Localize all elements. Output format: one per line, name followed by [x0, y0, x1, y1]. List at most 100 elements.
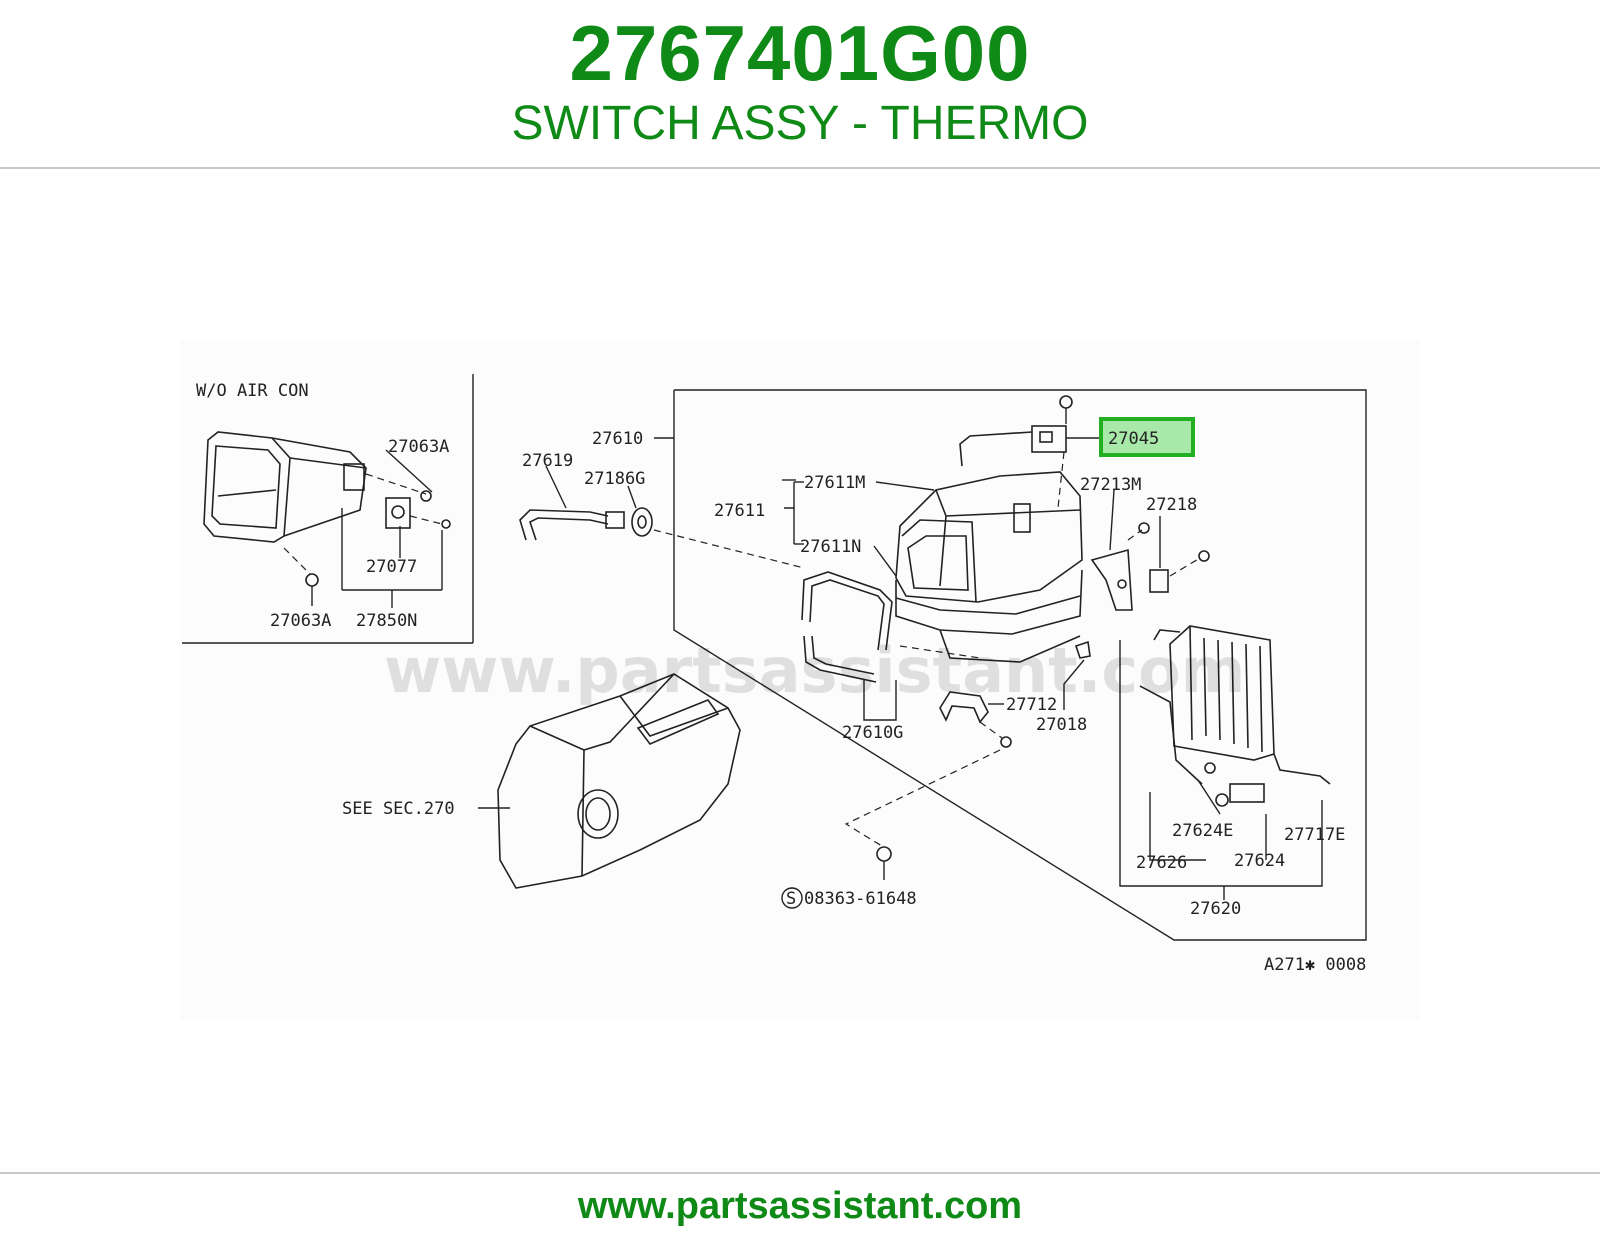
drain-pipe-upper — [801, 571, 893, 651]
valve-o-ring — [1215, 793, 1229, 807]
watermark: www.partsassistant.com — [384, 634, 1245, 707]
evaporator-core-side — [1189, 625, 1193, 741]
blower-motor-inner — [585, 797, 611, 831]
drain-pipe-dash — [899, 645, 981, 659]
drain-pipe-lower — [803, 635, 877, 683]
leader-27213M — [1109, 489, 1115, 551]
case-flange — [895, 595, 1081, 615]
thermo-switch-mount-dash — [1057, 451, 1065, 509]
drain-hose-clamp — [605, 511, 625, 529]
evaporator-fin-4 — [1245, 643, 1249, 749]
case-lower-bottom — [939, 629, 1081, 663]
case-upper-seam — [945, 509, 1081, 517]
thermo-switch-group[interactable]: 27045 — [959, 395, 1195, 509]
clamp-group: 27712 27018 — [844, 640, 1091, 847]
inset-title: W/O AIR CON — [196, 381, 309, 401]
case-upper-opening — [901, 519, 977, 603]
diagram-background — [180, 340, 1420, 1020]
clamp-screw-dash — [979, 721, 1003, 739]
inset-without-air-con: W/O AIR CON 27063A 27077 27063A — [182, 374, 474, 644]
clip-27018 — [1074, 640, 1091, 659]
bolt-dash-line — [844, 749, 1001, 847]
label-27077: 27077 — [366, 557, 417, 577]
thermo-switch-terminal — [1039, 431, 1053, 443]
label-27018: 27018 — [1036, 715, 1087, 735]
label-27063A-top: 27063A — [388, 437, 449, 457]
label-27624: 27624 — [1234, 851, 1285, 871]
inset-screw-right — [441, 519, 451, 529]
label-27850N: 27850N — [356, 611, 417, 631]
case-clip — [1013, 503, 1031, 533]
inset-bracket — [343, 463, 365, 491]
drawing-code: A271✱ 0008 — [1264, 955, 1366, 975]
leader-27611M — [875, 481, 935, 491]
bracket-27626 — [1149, 792, 1206, 861]
blower-motor-outer — [577, 789, 619, 839]
label-27218: 27218 — [1146, 495, 1197, 515]
drain-pipe-group: 27610G — [801, 571, 981, 743]
evaporator-fin-1 — [1203, 637, 1207, 737]
label-27624E: 27624E — [1172, 821, 1233, 841]
label-see-sec-270: SEE SEC.270 — [342, 799, 455, 819]
bracket-27213M — [1090, 548, 1133, 611]
expansion-valve-27624 — [1229, 783, 1265, 803]
inset-screw-top — [420, 490, 432, 502]
evaporator-fin-3 — [1231, 641, 1235, 745]
leader-27611N — [873, 545, 897, 577]
label-27611M: 27611M — [804, 473, 865, 493]
bracket-27620 — [1119, 640, 1323, 887]
case-upper-shell — [895, 471, 1083, 603]
leader-27619 — [545, 465, 567, 509]
bolt-group: S 08363-61648 — [781, 846, 917, 909]
label-27611: 27611 — [714, 501, 765, 521]
drain-hose-group: 27619 27186G — [519, 451, 805, 569]
inset-dash-b — [409, 515, 443, 525]
leader-27624E — [1197, 779, 1221, 815]
inset-duct-inner — [211, 445, 281, 529]
part-number-title: 2767401G00 — [569, 9, 1031, 97]
inset-duct-rib — [217, 489, 277, 497]
footer-url-link[interactable]: www.partsassistant.com — [577, 1185, 1023, 1227]
label-27186G: 27186G — [584, 469, 645, 489]
label-27045[interactable]: 27045 — [1108, 429, 1159, 449]
drain-pipe-lower-inner — [811, 635, 875, 675]
blower-housing — [497, 673, 741, 889]
bracket-dash-a — [1127, 529, 1143, 541]
evaporator-fin-2 — [1217, 639, 1221, 741]
drain-dash-line — [653, 529, 805, 569]
parts-diagram-svg: W/O AIR CON 27063A 27077 27063A — [180, 340, 1420, 1020]
blower-unit: SEE SEC.270 — [342, 673, 741, 889]
leader-27018 — [1063, 659, 1085, 710]
screw-symbol: S — [786, 889, 796, 909]
label-27712: 27712 — [1006, 695, 1057, 715]
bracket-27610G — [863, 680, 897, 721]
label-27626: 27626 — [1136, 853, 1187, 873]
evaporator-core-group: 27624E 27624 27620 27626 27717E — [1119, 625, 1345, 919]
blower-inlet-top — [619, 695, 729, 737]
bracket-group: 27213M 27218 — [1080, 475, 1210, 611]
leader-27186G — [627, 485, 637, 509]
bracket-hole — [1117, 579, 1127, 589]
part-name-subtitle: SWITCH ASSY - THERMO — [511, 97, 1089, 150]
inset-resistor-hole — [391, 505, 405, 519]
assembly-frame — [673, 389, 1367, 941]
highlight-box-27045[interactable] — [1099, 417, 1195, 457]
label-27610: 27610 — [592, 429, 643, 449]
evaporator-case: 27611 27611M 27611N — [714, 471, 1083, 663]
label-27620: 27620 — [1190, 899, 1241, 919]
footer-divider — [0, 1172, 1600, 1174]
evaporator-inlet-pipe — [1153, 629, 1181, 641]
blower-inlet-opening — [636, 699, 720, 745]
thermo-switch-body[interactable] — [1031, 425, 1067, 453]
drain-grommet — [631, 507, 653, 537]
label-27610G: 27610G — [842, 723, 903, 743]
pipe-o-ring — [1204, 762, 1216, 774]
label-27611N: 27611N — [800, 537, 861, 557]
bracket-screw-b — [1198, 550, 1210, 562]
drain-hose-inner — [529, 517, 609, 541]
clamp-screw — [1000, 736, 1012, 748]
drain-pipe-upper-inner — [809, 579, 885, 651]
evaporator-outlet-pipe — [1139, 685, 1203, 785]
inset-dash-a — [365, 473, 427, 495]
evaporator-fin-5 — [1259, 645, 1263, 753]
